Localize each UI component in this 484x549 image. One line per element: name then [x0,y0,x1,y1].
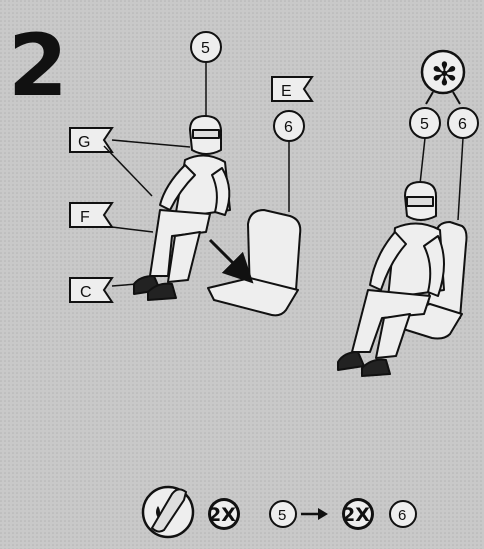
part-5-ref: 5 [270,501,296,527]
svg-text:E: E [281,83,292,100]
count-badge-2: 2X [342,498,374,530]
glue-icon [143,487,193,537]
svg-text:✻: ✻ [431,55,458,93]
svg-text:C: C [80,284,92,301]
svg-text:5: 5 [278,507,286,524]
svg-text:G: G [78,134,90,151]
svg-text:5: 5 [420,116,429,133]
svg-text:6: 6 [284,119,293,136]
count-badge-1: 2X [208,498,240,530]
svg-text:6: 6 [458,116,467,133]
step-number: 2 [8,16,68,116]
svg-text:6: 6 [398,507,406,524]
svg-text:2X: 2X [342,504,370,526]
svg-text:2X: 2X [208,504,236,526]
svg-text:5: 5 [201,40,210,57]
svg-text:F: F [80,209,90,226]
part-6-ref: 6 [390,501,416,527]
